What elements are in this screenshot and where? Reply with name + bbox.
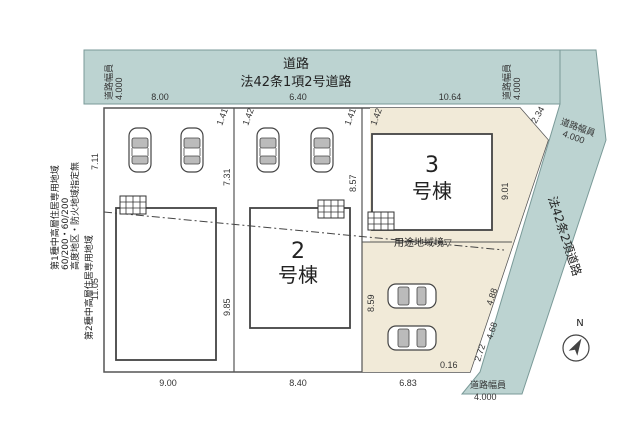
zoning-boundary-line <box>103 211 505 251</box>
dim-inner-1: 7.31 <box>222 168 232 186</box>
building-1-footprint <box>115 207 217 361</box>
zoning-note-2: 第1種中高層住居専用地域 <box>49 165 61 270</box>
building-2-footprint <box>249 207 351 329</box>
dim-east-1: 2.34 <box>529 105 546 125</box>
dim-top-1: 8.00 <box>151 92 169 102</box>
zoning-note-4: 高度地区・防火地域指定無 <box>69 162 81 270</box>
car-icon <box>180 127 204 173</box>
road-width-right: 道路幅員 <box>501 64 512 100</box>
car-icon <box>387 325 437 351</box>
building-3-number: 3 <box>425 153 439 178</box>
dim-bottom-2: 8.40 <box>289 378 307 388</box>
building-3-label: 号棟 <box>412 179 452 203</box>
stairs-2-icon <box>317 199 345 219</box>
dim-left-2: 11.05 <box>90 278 100 300</box>
building-2-label: 号棟 <box>278 263 318 287</box>
dim-east-5: 0.16 <box>440 360 458 370</box>
dim-inner-2: 8.57 <box>348 174 358 192</box>
zoning-boundary-label: 用途地域境▽ <box>394 236 452 249</box>
east-road <box>460 49 607 395</box>
north-road-name: 道路 <box>283 56 309 72</box>
car-icon <box>128 127 152 173</box>
dim-bottom-3: 6.83 <box>399 378 417 388</box>
car-icon <box>310 127 334 173</box>
road-width-bottom-value: 4.000 <box>474 392 497 402</box>
road-width-left-value: 4.000 <box>114 77 124 100</box>
stairs-3-icon <box>367 211 395 231</box>
dim-inner-5: 9.01 <box>500 182 510 200</box>
zoning-note: 第2種中高層住居専用地域 <box>83 235 95 340</box>
car-icon <box>387 283 437 309</box>
north-arrow-icon <box>562 334 590 362</box>
north-road-type: 法42条1項2号道路 <box>240 74 351 90</box>
stairs-1-icon <box>119 195 147 215</box>
road-width-right-value: 4.000 <box>512 77 522 100</box>
dim-top-2: 6.40 <box>289 92 307 102</box>
dim-inner-3: 9.85 <box>222 298 232 316</box>
dim-bottom-1: 9.00 <box>159 378 177 388</box>
dim-top-3: 10.64 <box>439 92 462 102</box>
road-width-bottom: 道路幅員 <box>470 379 506 390</box>
dim-inner-4: 8.59 <box>366 294 376 312</box>
road-width-left: 道路幅員 <box>103 64 114 100</box>
building-2-number: 2 <box>291 239 305 264</box>
north-label: N <box>576 318 583 329</box>
car-icon <box>256 127 280 173</box>
dim-left-1: 7.11 <box>90 153 100 170</box>
zoning-note-3: 60/200・60/200 <box>61 197 71 270</box>
